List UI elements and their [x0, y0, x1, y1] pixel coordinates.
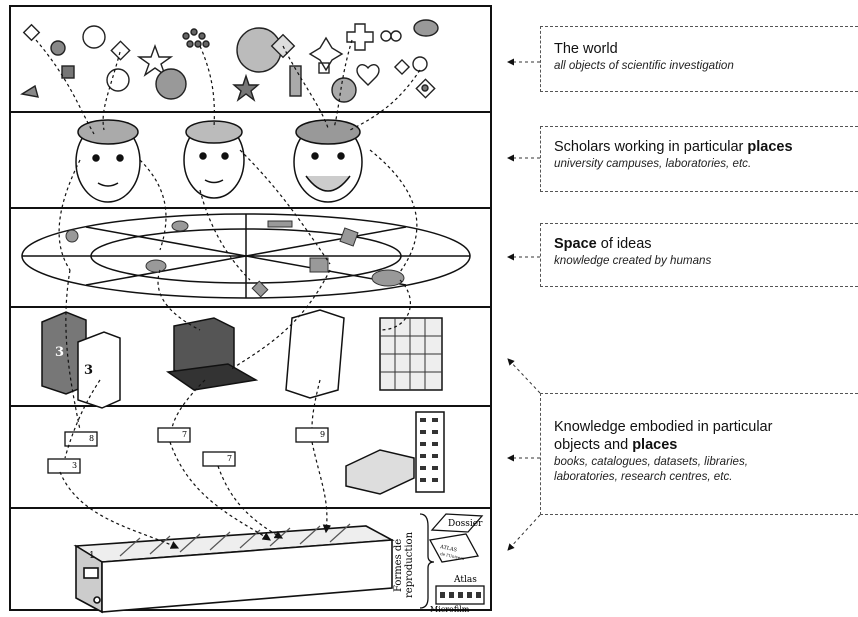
file-drawer [73, 523, 395, 614]
index-cards [47, 427, 329, 474]
label-scholars-subtitle: university campuses, laboratories, etc. [554, 157, 752, 170]
label-world-title: The world [554, 41, 618, 57]
label-knowledge-title-text: objects and [554, 437, 633, 453]
drawer-number: 1 [89, 551, 95, 561]
label-knowledge-title-line2: objects and places [554, 436, 854, 454]
side-text-line1: Formes de [393, 539, 404, 592]
card-number-1: 8 [89, 434, 94, 443]
label-knowledge-title-line1: Knowledge embodied in particular [554, 419, 773, 435]
label-scholars: Scholars working in particular places un… [540, 126, 858, 192]
atlas-label: Atlas [453, 575, 477, 585]
label-connectors [507, 58, 541, 551]
label-knowledge-title-bold: places [632, 437, 678, 453]
book-spine-label-1: 3 [55, 345, 64, 360]
card-number-4: 7 [227, 454, 232, 463]
dossier-label: Dossier [448, 519, 483, 529]
label-scholars-title-text: Scholars working in particular [554, 139, 748, 155]
side-text-line2: reproduction [404, 531, 415, 598]
microfilm-label: Microfilm [430, 605, 470, 614]
label-ideas-title-bold: Space [554, 236, 597, 252]
card-drawer-cabinet [345, 411, 445, 495]
label-world: The world all objects of scientific inve… [540, 26, 858, 92]
book-spine-label-2: 3 [84, 363, 93, 378]
ideas-ellipse [21, 213, 471, 299]
world-objects [20, 19, 439, 103]
label-ideas-title: Space of ideas [554, 235, 854, 253]
card-number-3: 7 [182, 430, 187, 439]
label-world-subtitle: all objects of scientific investigation [554, 59, 734, 72]
atlas-cover-line2: de l'Univers [440, 551, 465, 561]
atlas-cover-line1: ATLAS [439, 544, 458, 554]
label-knowledge-subtitle-line1: books, catalogues, datasets, libraries, [554, 455, 748, 468]
label-ideas-title-text: of ideas [596, 236, 652, 252]
books-row [41, 309, 443, 409]
band-dividers [10, 111, 491, 509]
reproduction-brace [419, 513, 435, 609]
card-number-2: 3 [72, 461, 77, 470]
card-number-5: 9 [320, 430, 325, 439]
label-ideas-subtitle: knowledge created by humans [554, 254, 712, 267]
label-scholars-title: Scholars working in particular places [554, 138, 854, 156]
label-ideas: Space of ideas knowledge created by huma… [540, 223, 858, 287]
scholar-heads [75, 119, 363, 203]
label-knowledge: Knowledge embodied in particular objects… [540, 393, 858, 515]
label-knowledge-subtitle-line2: laboratories, research centres, etc. [554, 470, 733, 483]
label-scholars-title-bold: places [747, 139, 793, 155]
flow-lines [35, 39, 421, 549]
reproduction-items [428, 513, 485, 605]
